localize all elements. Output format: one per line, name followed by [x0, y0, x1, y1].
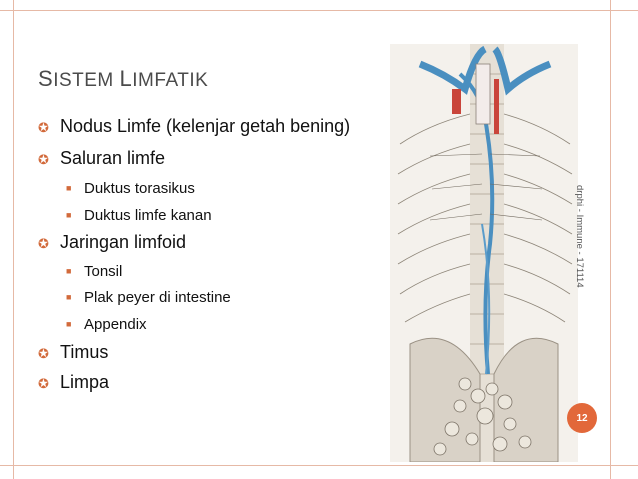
side-label: drphi - Immune - 171114: [574, 185, 585, 288]
slide-title: Sistem Limfatik: [38, 66, 208, 92]
bullet-square-icon: ■: [66, 292, 72, 302]
list-item-text: Nodus Limfe (kelenjar getah bening): [60, 116, 351, 136]
bullet-icon: ✪: [38, 376, 49, 391]
title-initial-2: L: [119, 66, 133, 91]
frame-line-bottom: [0, 465, 638, 466]
bullet-icon: ✪: [38, 236, 49, 251]
list-item: ✪ Jaringan limfoid: [38, 232, 186, 253]
list-item-text: Timus: [60, 342, 109, 362]
bullet-icon: ✪: [38, 346, 49, 361]
frame-line-left: [13, 0, 14, 479]
list-item: ✪ Timus: [38, 342, 108, 363]
bullet-square-icon: ■: [66, 210, 72, 220]
bullet-icon: ✪: [38, 120, 49, 135]
frame-line-right: [610, 0, 611, 479]
title-part-2: imfatik: [132, 70, 209, 91]
list-item: ■ Duktus torasikus: [66, 180, 195, 197]
list-item: ✪ Limpa: [38, 372, 109, 393]
page-number-badge: 12: [567, 403, 597, 433]
list-item-text: Duktus limfe kanan: [84, 207, 212, 224]
list-item-text: Jaringan limfoid: [60, 232, 187, 252]
list-item: ■ Plak peyer di intestine: [66, 289, 231, 306]
list-item-text: Plak peyer di intestine: [84, 289, 231, 306]
bullet-square-icon: ■: [66, 183, 72, 193]
bullet-square-icon: ■: [66, 266, 72, 276]
list-item: ✪ Nodus Limfe (kelenjar getah bening): [38, 116, 350, 137]
list-item-text: Saluran limfe: [60, 148, 166, 168]
bullet-icon: ✪: [38, 152, 49, 167]
frame-line-top: [0, 10, 638, 11]
title-initial: S: [38, 66, 54, 91]
list-item-text: Limpa: [60, 372, 110, 392]
bullet-square-icon: ■: [66, 319, 72, 329]
list-item: ■ Duktus limfe kanan: [66, 207, 212, 224]
list-item-text: Tonsil: [84, 263, 123, 280]
list-item: ■ Tonsil: [66, 263, 122, 280]
lymphatic-anatomy-illustration: [390, 44, 578, 462]
list-item: ✪ Saluran limfe: [38, 148, 165, 169]
title-part-1: istem: [53, 70, 120, 91]
list-item-text: Duktus torasikus: [84, 180, 195, 197]
list-item: ■ Appendix: [66, 316, 147, 333]
list-item-text: Appendix: [84, 316, 147, 333]
